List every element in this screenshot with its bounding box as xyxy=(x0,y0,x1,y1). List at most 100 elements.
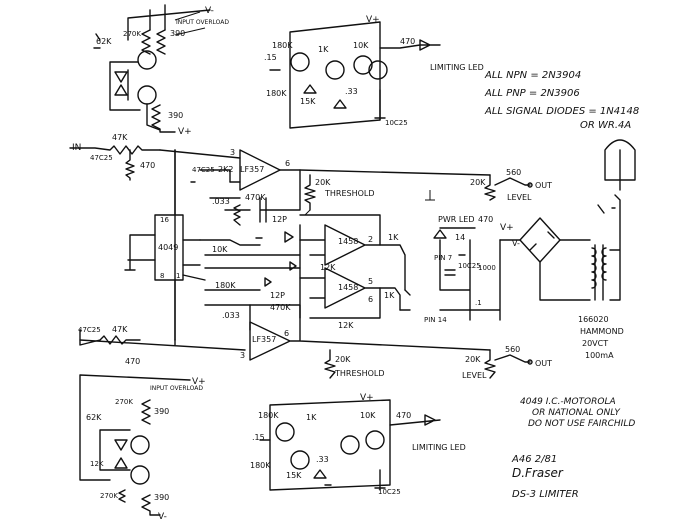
c-47c25-top-label: 47C25 xyxy=(90,154,113,162)
r-20k-level-upper: 20K xyxy=(470,178,486,187)
pin-3-upper: 3 xyxy=(230,148,235,157)
level-upper-label: LEVEL xyxy=(507,193,532,202)
pin-2-1458a: 2 xyxy=(368,235,373,244)
r-15k-top-label: 15K xyxy=(300,97,316,106)
note-diodes-alt: OR WR.4A xyxy=(580,120,631,131)
pin-6-upper: 6 xyxy=(285,159,290,168)
r-12k-bottom-label: 12K xyxy=(90,460,104,468)
c-33-bottom-label: .33 xyxy=(316,455,329,464)
ic-upper-label: LF357 xyxy=(240,165,264,174)
r-10k-bottom-label: 10K xyxy=(360,411,376,420)
r-12k-b-label: 12K xyxy=(338,321,354,330)
limiting-led-top xyxy=(269,21,441,129)
input-wire xyxy=(69,145,161,155)
vplus-bottom-label: V+ xyxy=(192,377,206,387)
input-overload-top-label: INPUT OVERLOAD xyxy=(176,19,229,26)
limiting-led-bottom xyxy=(259,399,441,491)
r-390-bottom-label: 390 xyxy=(154,407,169,416)
pin-14-pwr: 14 xyxy=(455,233,465,242)
c-12p-upper-label: 12P xyxy=(272,215,287,224)
r-1k-top-label: 1K xyxy=(318,45,329,54)
note-ic-2: OR NATIONAL ONLY xyxy=(532,408,621,418)
limiting-led-top-label: LIMITING LED xyxy=(430,63,484,72)
r-270k-bottom-label: 270K xyxy=(115,398,133,406)
r-10k-mid-label: 10K xyxy=(212,245,228,254)
pin-6-lower: 6 xyxy=(284,329,289,338)
r-560-upper-label: 560 xyxy=(506,168,521,177)
r-20k-threshold-upper: 20K xyxy=(315,178,331,187)
pin-5-1458b: 5 xyxy=(368,277,373,286)
oa-1458-a-label: 1458 xyxy=(338,237,358,246)
r-47k-top-label: 47K xyxy=(112,133,128,142)
c-47c25-lower-label: 47C25 xyxy=(78,326,101,334)
c-33-top-label: .33 xyxy=(345,87,358,96)
r-47k-lower-label: 47K xyxy=(112,325,128,334)
r-1k-a-label: 1K xyxy=(388,233,399,242)
pin-8-4049: 8 xyxy=(160,272,164,280)
sidechain-wiring xyxy=(204,254,301,331)
note-signature: D.Fraser xyxy=(512,466,564,480)
level-lower-label: LEVEL xyxy=(462,371,487,380)
input-wire-lower xyxy=(79,329,141,346)
power-supply xyxy=(433,139,636,321)
pin-3-lower: 3 xyxy=(240,351,245,360)
vplus-top-label: V+ xyxy=(178,127,192,137)
r-180k-bottom2-label: 180K xyxy=(250,461,271,470)
r-20k-threshold-lower: 20K xyxy=(335,355,351,364)
note-diodes: ALL SIGNAL DIODES = 1N4148 xyxy=(484,106,639,117)
transformer-part-label: 166020 xyxy=(578,315,609,324)
c-15-bottom-label: .15 xyxy=(252,433,265,442)
r-62k-bottom-label: 62K xyxy=(86,413,102,422)
ic-4049 xyxy=(124,214,294,281)
pin7-label: PIN 7 xyxy=(434,254,452,262)
vminus-top-label: V- xyxy=(205,6,214,16)
level-pot-lower xyxy=(484,349,531,379)
note-title: DS-3 LIMITER xyxy=(512,489,579,500)
input-overload-top xyxy=(93,4,211,133)
transformer-spec2-label: 100mA xyxy=(585,351,614,360)
out-upper-label: OUT xyxy=(535,181,552,190)
c-47c25-upper-label: 47C25 xyxy=(192,166,215,174)
r-470k-upper-label: 470K xyxy=(245,193,266,202)
pin14-label: PIN 14 xyxy=(424,316,447,324)
r-470-pwr-label: 470 xyxy=(478,215,493,224)
vplus-led-bottom-label: V+ xyxy=(360,393,374,403)
r-1k-bottom-label: 1K xyxy=(306,413,317,422)
note-npn: ALL NPN = 2N3904 xyxy=(484,70,581,81)
c-10c25-pwr-label: 10C25 xyxy=(458,262,481,270)
input-overload-bottom-label: INPUT OVERLOAD xyxy=(150,385,203,392)
threshold-pot-upper xyxy=(304,174,316,211)
r-470k-mid-label: 470K xyxy=(270,303,291,312)
r-2k2-upper-label: 2K2 xyxy=(218,165,233,174)
note-pnp: ALL PNP = 2N3906 xyxy=(484,88,580,99)
c-1000-pwr-label: 1000 xyxy=(478,264,496,272)
limiting-led-bottom-label: LIMITING LED xyxy=(412,443,466,452)
note-ic-3: DO NOT USE FAIRCHILD xyxy=(528,419,635,429)
note-date: A46 2/81 xyxy=(511,454,557,465)
r-390-top-label: 390 xyxy=(170,29,185,38)
misc-ground-marks xyxy=(304,190,435,216)
r-20k-level-lower: 20K xyxy=(465,355,481,364)
r-470-in-label: 470 xyxy=(140,161,155,170)
r-470-led-bottom-label: 470 xyxy=(396,411,411,420)
threshold-lower-label: THRESHOLD xyxy=(334,369,385,378)
out-jack-upper xyxy=(527,182,533,188)
r-390-top2-label: 390 xyxy=(168,111,183,120)
r-560-lower-label: 560 xyxy=(505,345,520,354)
pwr-led-label: PWR LED xyxy=(438,215,475,224)
r-180k-mid-label: 180K xyxy=(215,281,236,290)
vplus-led-top-label: V+ xyxy=(366,15,380,25)
threshold-upper-label: THRESHOLD xyxy=(324,189,375,198)
input-overload-bottom xyxy=(79,374,191,516)
vminus-pwr-label: V- xyxy=(512,239,520,248)
vminus-bottom-label: V- xyxy=(158,512,167,522)
c-1-pwr-label: .1 xyxy=(475,299,482,307)
note-ic-1: 4049 I.C.-MOTOROLA xyxy=(520,397,616,407)
input-shunt xyxy=(125,149,135,181)
c-033-mid-label: .033 xyxy=(222,311,240,320)
op-amp-1458-b xyxy=(299,267,401,319)
ic-4049-label: 4049 xyxy=(158,243,178,252)
threshold-pot-lower xyxy=(324,349,336,379)
r-180k-bottom-label: 180K xyxy=(258,411,279,420)
r-390-bottom2-label: 390 xyxy=(154,493,169,502)
